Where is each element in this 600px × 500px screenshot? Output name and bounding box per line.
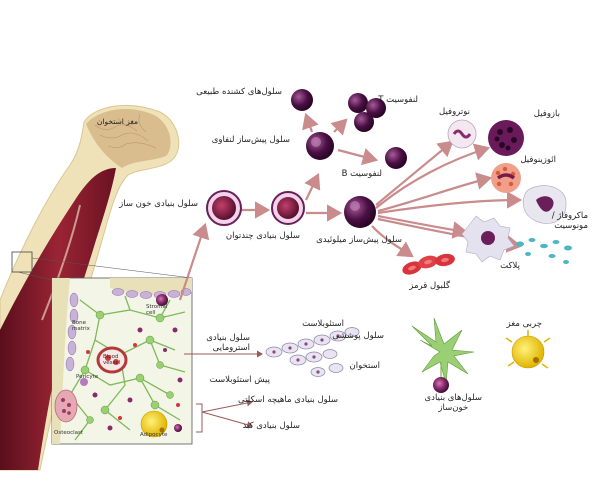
label-preosteoblast: پیش استئوبلاست	[209, 375, 270, 385]
red-blood-cells	[402, 253, 455, 275]
label-basophil: بازوفیل	[533, 109, 560, 119]
label-osteoblast: استئوبلاست	[302, 319, 344, 329]
inset-label-blood-vessel: Blood vessel	[103, 354, 121, 367]
label-hsc-stellate: سلول‌های بنیادی خون‌ساز	[424, 393, 482, 413]
zoom-line-top	[31, 257, 193, 279]
inset-label-bone-matrix: Bone matrix	[72, 320, 90, 333]
label-rbc: گلبول قرمز	[409, 281, 450, 291]
label-lining-cell: سلول پوششی	[332, 331, 384, 341]
inset-label-adipocyte: Adipocyte	[140, 432, 168, 438]
inset-label-pericyte: Pericyte	[76, 374, 99, 380]
label-marrow-head: مغز استخوان	[96, 117, 138, 126]
label-lymphoid-progenitor: سلول پیش‌ساز لنفاوی	[211, 135, 290, 145]
label-liver-stem: سلول بنیادی کبد	[242, 421, 300, 431]
hematopoietic-cells	[206, 89, 572, 275]
label-macrophage: ماکروفاژ / مونوسیت	[551, 211, 588, 231]
label-marrow-fat: چربی مغز	[506, 319, 542, 329]
label-bone: استخوان	[349, 361, 380, 371]
label-myeloid-progenitor: سلول پیش‌ساز میلوئیدی	[316, 235, 402, 245]
inset-label-stromal-cell: Stromal cell	[146, 304, 168, 317]
marrow-inset	[51, 277, 193, 445]
label-neutrophil: نوتروفیل	[439, 107, 470, 117]
lineage-arrows	[178, 112, 523, 301]
label-nk: سلول‌های کشنده طبیعی	[196, 87, 282, 97]
label-multipotent: سلول بنیادی چندتوان	[225, 231, 300, 241]
label-t-cell: لنفوسیت T	[378, 95, 418, 105]
stromal-lineage	[184, 317, 551, 433]
label-hsc: سلول بنیادی خون ساز	[119, 199, 198, 209]
inset-label-osteoclast: Osteoclast	[54, 430, 84, 436]
label-platelet: پلاکت	[500, 261, 520, 271]
zoom-line-bottom	[17, 271, 53, 281]
label-skeletal-muscle-stem: سلول بنیادی ماهیچه اسکلتی	[237, 395, 338, 405]
zoom-box	[11, 251, 33, 273]
label-stromal-stem: سلول بنیادی استرومایی	[206, 333, 250, 353]
label-b-cell: لنفوسیت B	[341, 169, 382, 179]
label-eosinophil: ائوزینوفیل	[520, 155, 556, 165]
